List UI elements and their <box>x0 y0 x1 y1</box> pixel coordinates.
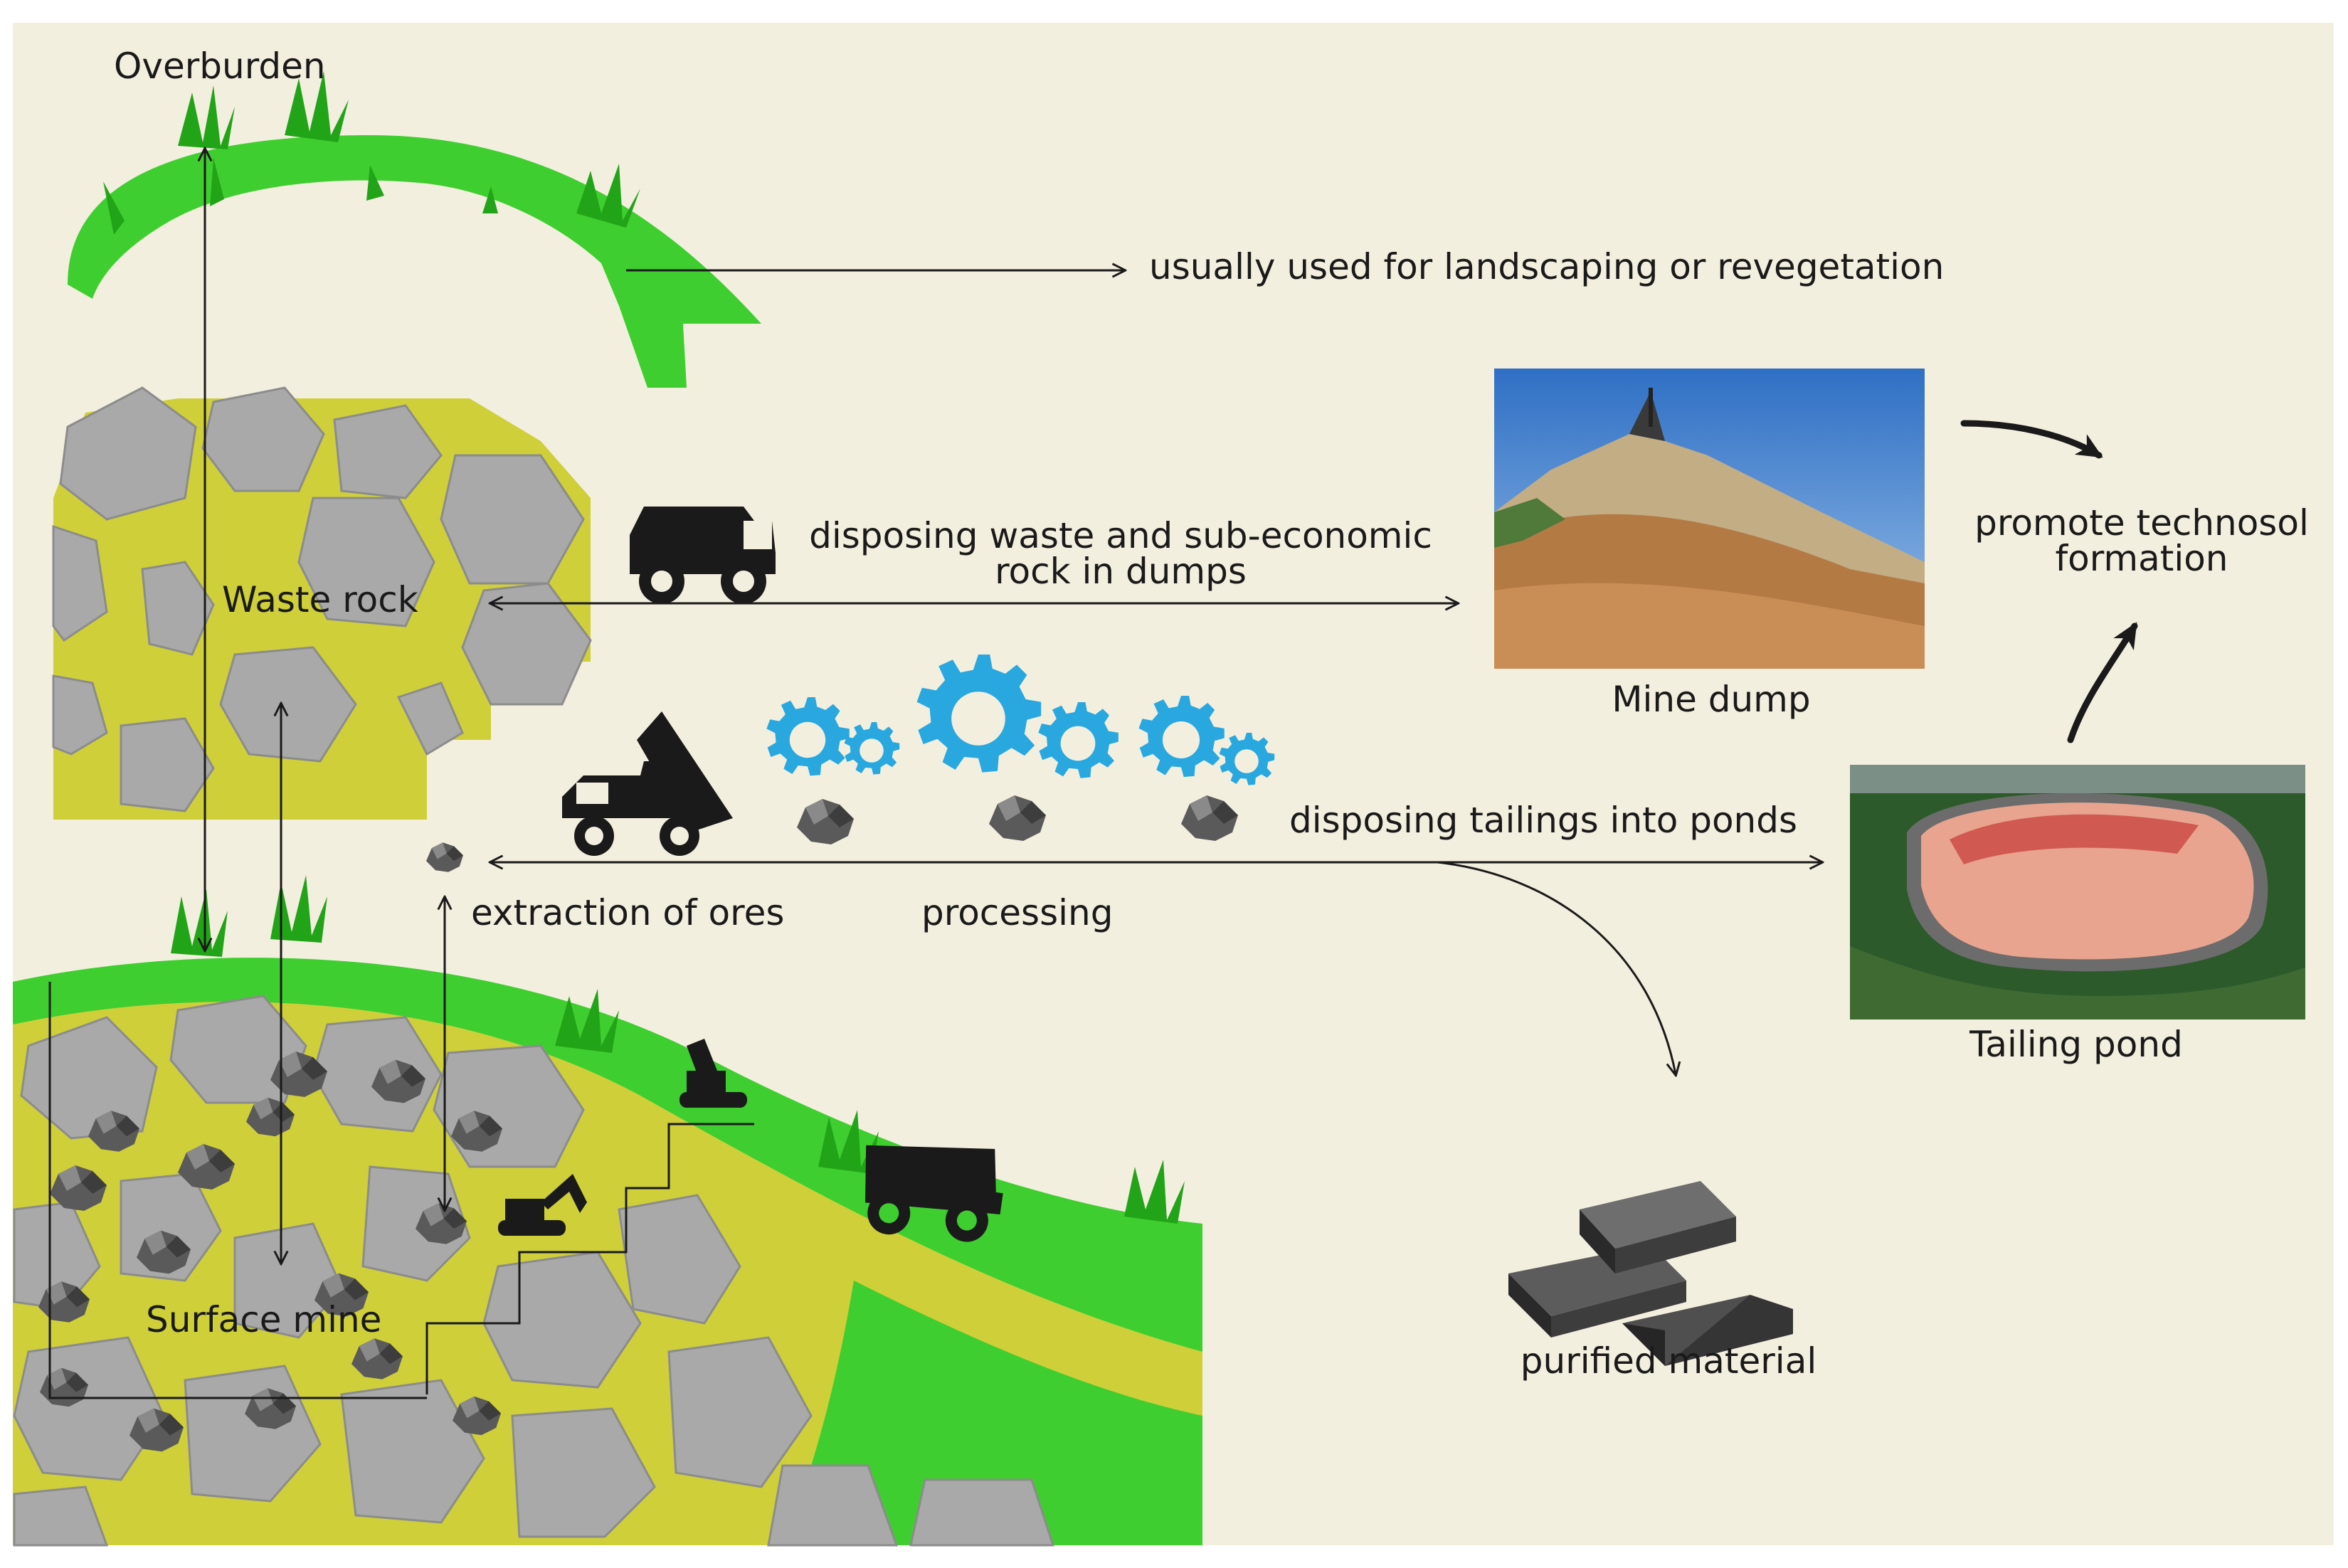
excavator-icon <box>498 1174 587 1236</box>
purified-material-label: purified material <box>1521 1340 1816 1382</box>
overburden-label: Overburden <box>114 46 326 87</box>
waste-rock-illustration <box>52 386 592 820</box>
excavator-icon <box>679 1039 747 1108</box>
metal-ingot-icon <box>1508 1181 1793 1366</box>
tipper-truck-icon <box>562 711 733 856</box>
waste-rock-label: Waste rock <box>222 579 418 620</box>
mine-dump-photo <box>1494 369 1925 669</box>
flow-arrows <box>491 270 1821 1074</box>
extraction-label: extraction of ores <box>471 892 784 933</box>
processing-label: processing <box>921 892 1113 933</box>
grass-tuft <box>178 71 640 228</box>
overburden-illustration <box>68 71 761 388</box>
dump-truck-icon <box>864 1145 1003 1242</box>
technosol-arrows <box>1960 420 2138 743</box>
technosol-label-line2: formation <box>2056 538 2228 579</box>
mine-connectors <box>48 149 445 1399</box>
surface-mine-label: Surface mine <box>146 1299 381 1340</box>
disposing-tailings-label: disposing tailings into ponds <box>1289 800 1797 841</box>
technosol-label-line1: promote technosol <box>1974 502 2309 544</box>
mine-dump-label: Mine dump <box>1612 679 1810 720</box>
tailing-pond-label: Tailing pond <box>1969 1024 2183 1065</box>
tailing-pond-photo <box>1850 765 2305 1019</box>
disposing-waste-label-line1: disposing waste and sub-economic <box>809 515 1432 556</box>
dump-truck-icon <box>630 507 776 604</box>
disposing-waste-label-line2: rock in dumps <box>995 551 1247 592</box>
landscaping-label: usually used for landscaping or revegeta… <box>1149 246 1944 287</box>
